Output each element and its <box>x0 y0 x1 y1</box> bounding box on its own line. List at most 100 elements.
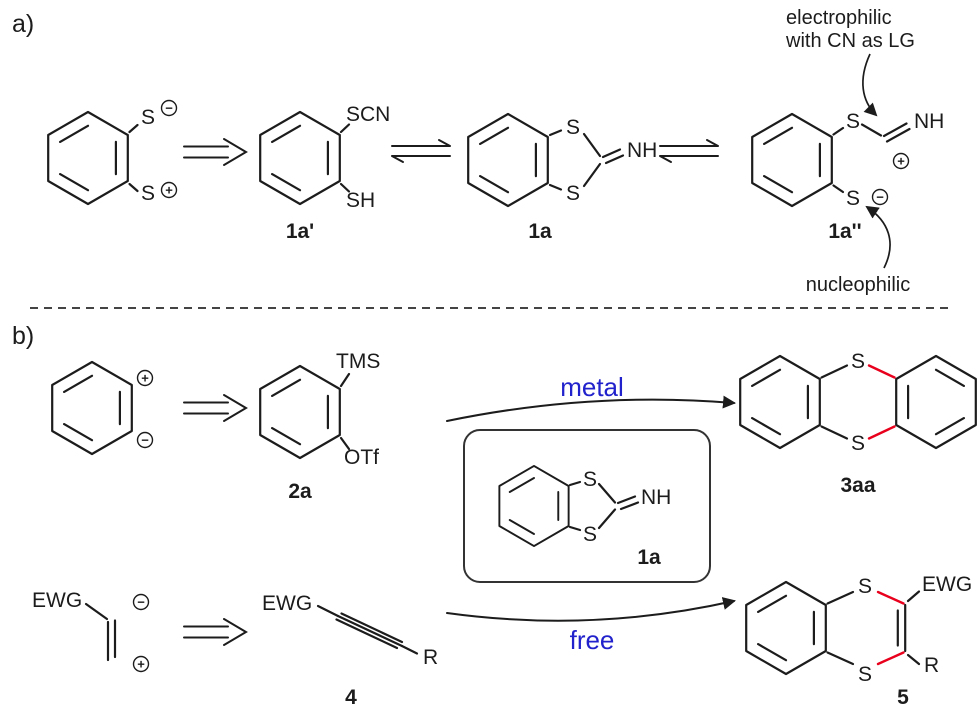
sulfur-label: S <box>858 663 872 686</box>
bond <box>582 162 602 188</box>
benzene-ring <box>751 112 833 208</box>
benzene-ring <box>467 112 549 208</box>
bond <box>339 182 351 193</box>
sulfur-label: S <box>141 182 155 205</box>
reagent-box-1a: S S NH 1a <box>463 429 711 583</box>
bond <box>339 372 351 388</box>
bond <box>548 129 563 137</box>
compound-label-2a: 2a <box>288 480 312 503</box>
minus-sign: − <box>137 595 145 610</box>
highlighted-bond <box>867 364 896 379</box>
compound-label-1a-double-prime: 1a'' <box>828 220 861 243</box>
benzene-ring <box>259 364 341 460</box>
sulfur-label: S <box>566 182 580 205</box>
annotation-arrow <box>862 53 878 117</box>
bond <box>826 651 855 666</box>
benzene-ring <box>895 354 977 450</box>
reaction-arrow-free <box>446 597 736 622</box>
bond <box>820 425 849 440</box>
compound-label-1a: 1a <box>528 220 552 243</box>
structure-1a-double-prime: S NH + S − 1a'' <box>751 110 944 243</box>
otf-label: OTf <box>344 446 379 469</box>
bond <box>400 644 419 655</box>
sulfur-label: S <box>851 350 865 373</box>
bond <box>568 525 582 532</box>
structure-3aa-thianthrene: S S 3aa <box>739 350 977 497</box>
annotation-arrow <box>865 205 891 269</box>
annotation-text-line1: electrophilic <box>786 7 892 29</box>
sulfur-label: S <box>858 575 872 598</box>
sulfur-label: S <box>141 106 155 129</box>
bond <box>339 436 351 451</box>
minus-charge-icon <box>132 593 150 611</box>
plus-sign: + <box>165 183 173 198</box>
structure-ewg-vinyl-synthon: EWG − + <box>32 589 150 673</box>
equilibrium-arrow <box>659 139 719 163</box>
bond <box>316 604 340 618</box>
annotation-nucleophilic: nucleophilic <box>806 205 911 296</box>
sulfur-label: S <box>851 432 865 455</box>
sh-label: SH <box>346 189 375 212</box>
bond <box>548 183 563 191</box>
bond <box>84 602 109 621</box>
compound-label-5: 5 <box>897 686 909 709</box>
scn-label: SCN <box>346 103 390 126</box>
r-group-label: R <box>423 646 438 669</box>
structure-5-dithiine: S S EWG R 5 <box>745 573 972 709</box>
equilibrium-arrow <box>391 139 451 163</box>
plus-sign: + <box>137 657 145 672</box>
triple-bond <box>335 612 404 650</box>
benzene-ring <box>498 465 570 547</box>
bond <box>582 132 602 158</box>
bond <box>906 653 921 666</box>
nh-label: NH <box>641 486 671 509</box>
benzene-ring <box>259 110 341 206</box>
benzene-ring <box>47 110 129 206</box>
plus-charge-icon <box>136 369 154 387</box>
bond <box>832 184 845 194</box>
double-bond <box>896 603 907 653</box>
sulfur-label: S <box>846 187 860 210</box>
structure-benzene-dithiolate-synthon: S − S + <box>47 99 178 206</box>
nh-label: NH <box>627 139 657 162</box>
compound-label-3aa: 3aa <box>840 474 875 497</box>
plus-charge-icon <box>160 181 178 199</box>
double-bond <box>106 619 117 662</box>
bond <box>826 590 855 605</box>
sulfur-label: S <box>583 468 597 491</box>
plus-charge-icon <box>892 152 910 170</box>
nh-label: NH <box>914 110 944 133</box>
compound-label-box-1a: 1a <box>637 546 661 569</box>
structure-2a: TMS OTf 2a <box>259 350 380 503</box>
double-bond <box>601 148 625 165</box>
condition-metal: metal <box>560 372 624 402</box>
double-bond <box>616 495 640 511</box>
structure-1a-prime: SCN SH 1a' <box>259 103 390 243</box>
highlighted-bond <box>876 590 905 605</box>
bond <box>597 482 617 504</box>
sulfur-label: S <box>566 116 580 139</box>
bond <box>128 123 139 134</box>
annotation-electrophilic: electrophilic with CN as LG <box>785 7 915 117</box>
benzene-ring <box>739 354 821 450</box>
annotation-text: nucleophilic <box>806 274 911 296</box>
tms-label: TMS <box>336 350 380 373</box>
retrosynthesis-arrow <box>183 394 247 422</box>
section-a-label: a) <box>12 10 34 38</box>
minus-sign: − <box>141 433 149 448</box>
bond <box>832 126 845 136</box>
plus-charge-icon <box>132 655 150 673</box>
minus-charge-icon <box>871 188 889 206</box>
condition-free: free <box>570 625 615 655</box>
ewg-label: EWG <box>922 573 972 596</box>
r-group-label: R <box>924 654 939 677</box>
bond <box>128 182 139 193</box>
bond <box>860 123 883 137</box>
ewg-label: EWG <box>32 589 82 612</box>
section-b-label: b) <box>12 322 34 350</box>
double-bond <box>882 122 911 143</box>
highlighted-bond <box>867 425 896 440</box>
benzene-ring <box>745 580 827 676</box>
